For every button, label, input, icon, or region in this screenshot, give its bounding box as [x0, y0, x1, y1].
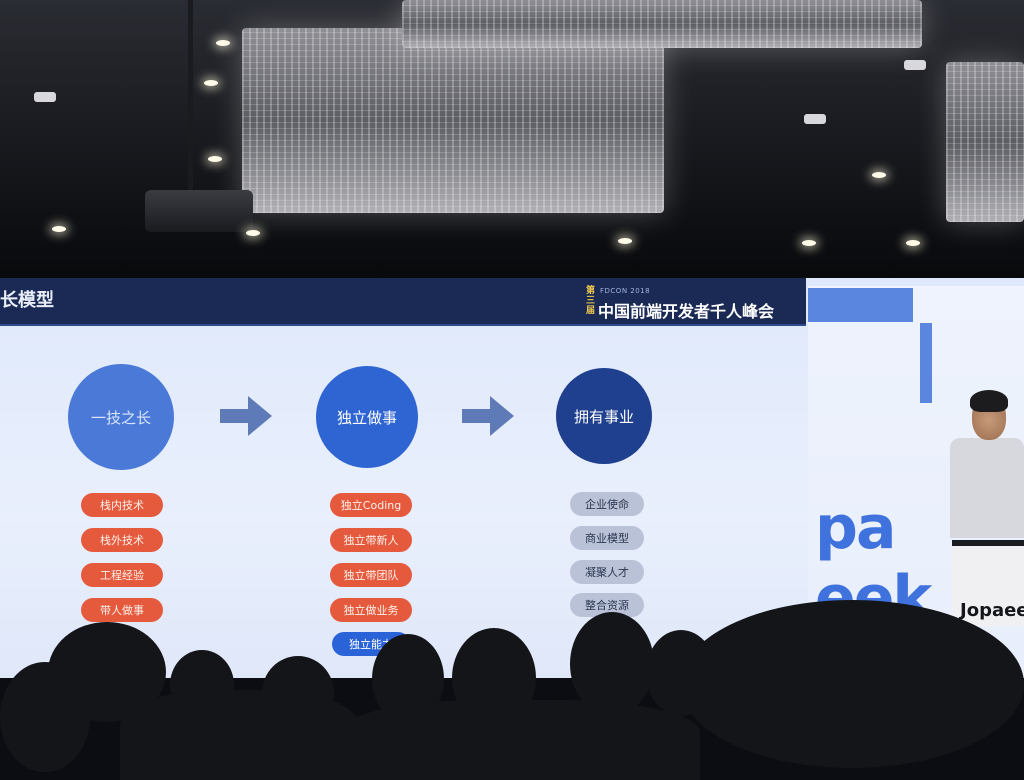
ceiling-light	[246, 230, 260, 236]
career-pill: 商业模型	[570, 526, 644, 550]
conference-edition: 第三届	[586, 286, 596, 316]
skill-pill: 栈外技术	[81, 528, 163, 552]
audience-head	[680, 600, 1024, 768]
camera-right	[804, 114, 826, 124]
ceiling-light	[208, 156, 222, 162]
skill-pill: 带人做事	[81, 598, 163, 622]
audience-head	[0, 662, 90, 772]
chandelier-center	[242, 28, 664, 213]
independence-pill: 独立带团队	[330, 563, 412, 587]
ballroom-ceiling	[0, 0, 1024, 290]
audience-head	[120, 690, 360, 780]
conference-year-tag: FDCON 2018	[600, 287, 651, 295]
career-pill: 凝聚人才	[570, 560, 644, 584]
skill-pill: 工程经验	[81, 563, 163, 587]
independence-pill: 独立Coding	[330, 493, 412, 517]
audience-head	[570, 612, 654, 716]
conference-name: 中国前端开发者千人峰会	[598, 302, 775, 321]
presentation-screen: 长模型 第三届 FDCON 2018 中国前端开发者千人峰会 pa eek 一技…	[0, 278, 1024, 678]
ceiling-light	[906, 240, 920, 246]
skill-pill: 栈内技术	[81, 493, 163, 517]
ceiling-light	[802, 240, 816, 246]
camera-left	[34, 92, 56, 102]
speaker-body	[950, 438, 1024, 538]
audience-head	[340, 700, 700, 780]
ceiling-light	[618, 238, 632, 244]
chandelier-right	[946, 62, 1024, 222]
ceiling-light	[204, 80, 218, 86]
slide-title-bar: 长模型 第三届 FDCON 2018 中国前端开发者千人峰会	[0, 278, 806, 326]
speaker-hair	[970, 390, 1008, 412]
panel-accent-bar	[808, 288, 913, 322]
chandelier-top	[402, 0, 922, 48]
career-pill: 企业使命	[570, 492, 644, 516]
podium-logo: Jopaeek	[960, 600, 1024, 621]
projector	[145, 190, 253, 232]
independence-pill: 独立带新人	[330, 528, 412, 552]
stage-circle-3: 拥有事业	[556, 368, 652, 464]
arrow-right-icon	[220, 396, 272, 436]
podium	[952, 540, 1024, 626]
stage-circle-1: 一技之长	[68, 364, 174, 470]
projector-pole	[188, 0, 193, 192]
ceiling-light	[52, 226, 66, 232]
slide-title: 长模型	[0, 290, 54, 311]
stage-circle-2: 独立做事	[316, 366, 418, 468]
camera-far-right	[904, 60, 926, 70]
panel-accent-stripe	[920, 323, 932, 403]
arrow-right-icon	[462, 396, 514, 436]
ceiling-light	[216, 40, 230, 46]
ceiling-light	[872, 172, 886, 178]
audience	[0, 600, 1024, 780]
independence-pill: 独立做业务	[330, 598, 412, 622]
